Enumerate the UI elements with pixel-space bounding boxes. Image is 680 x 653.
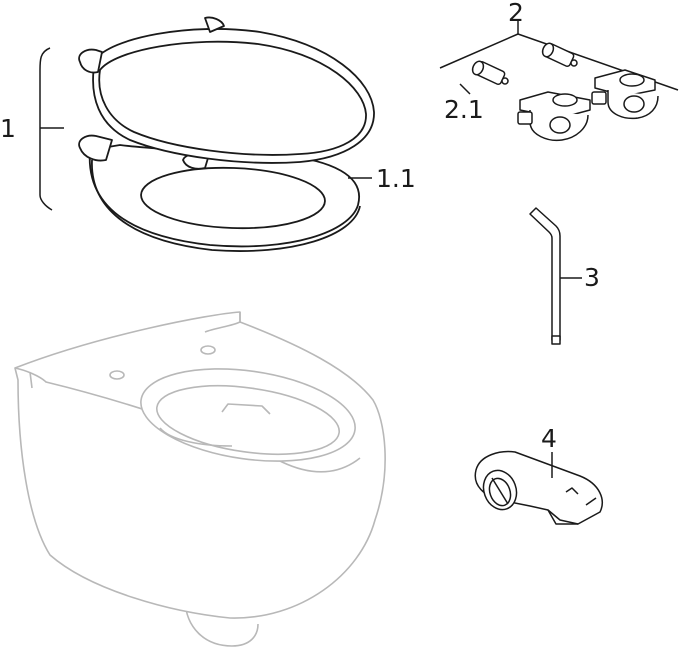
allen-key xyxy=(529,207,582,345)
label-item-2: 2 xyxy=(508,0,524,27)
seat-cover xyxy=(78,16,375,164)
label-item-3: 3 xyxy=(584,263,600,292)
label-item-4: 4 xyxy=(541,424,557,453)
bracket-item-1 xyxy=(39,47,64,211)
fixing-set xyxy=(439,20,679,142)
clamp-right xyxy=(591,69,659,120)
bolt-upper xyxy=(541,42,578,68)
wc-bowl xyxy=(14,311,386,647)
label-item-2-1: 2.1 xyxy=(444,95,484,124)
bolt-lower xyxy=(471,60,509,86)
seat-ring xyxy=(78,134,361,252)
label-item-1: 1 xyxy=(0,114,16,143)
cover-part xyxy=(474,450,603,525)
clamp-left xyxy=(517,91,591,142)
label-item-1-1: 1.1 xyxy=(376,164,416,193)
